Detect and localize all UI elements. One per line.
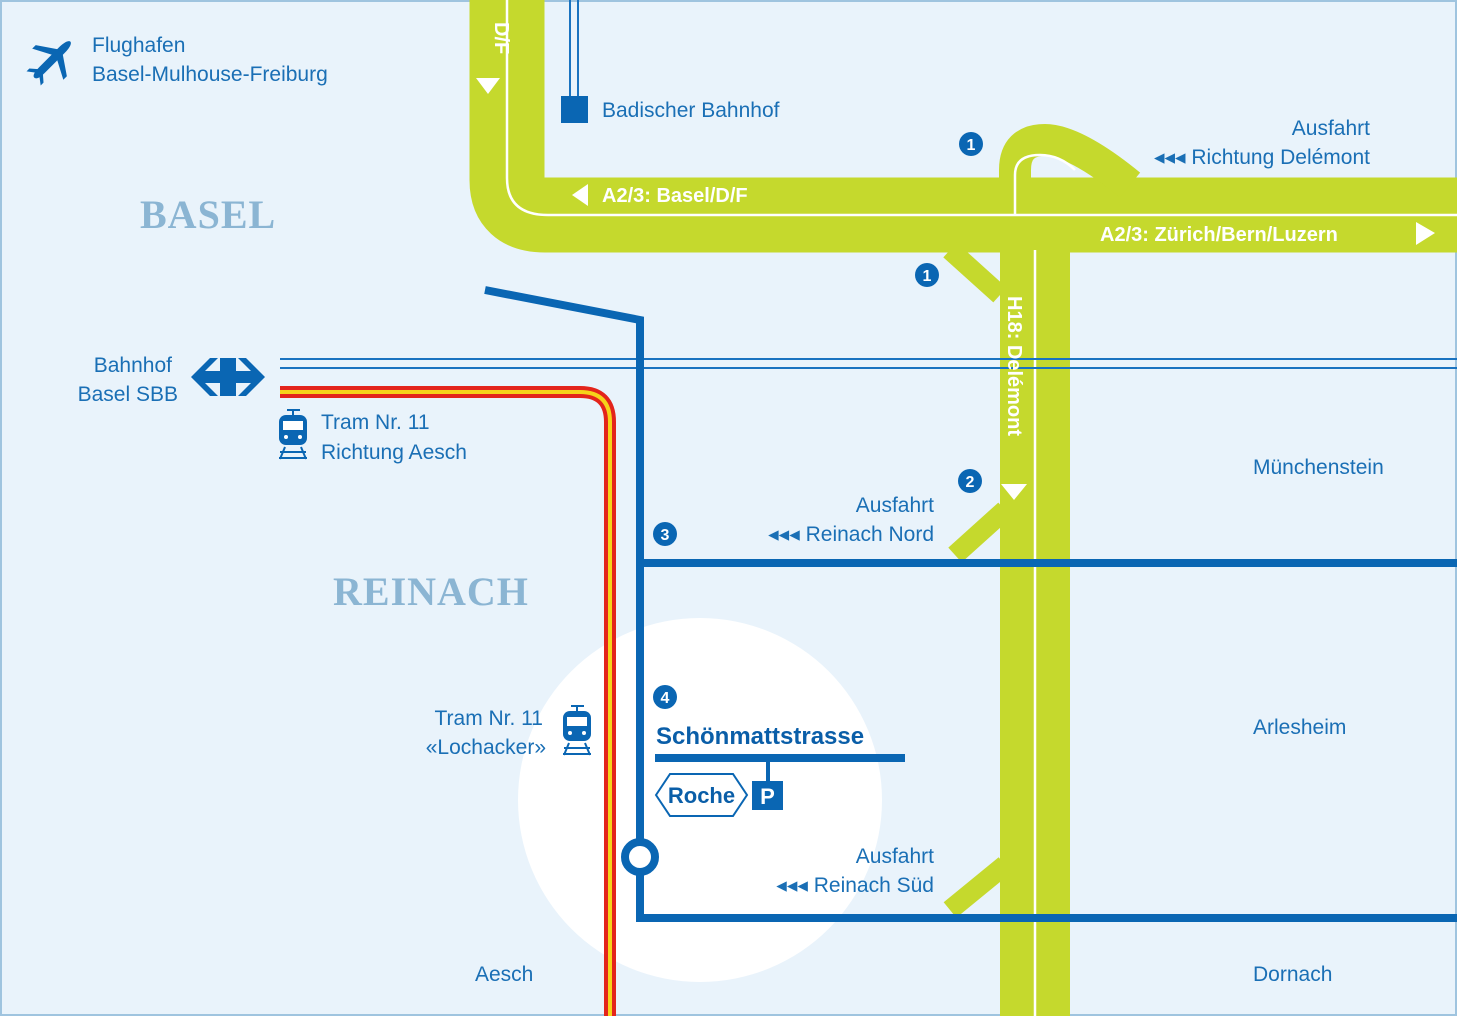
parking-icon: P — [752, 781, 783, 810]
road-label-df: D/F — [490, 22, 512, 54]
roundabout — [621, 838, 659, 876]
sbb-arrows-icon — [191, 358, 265, 396]
marker-1-bottom: 1 — [915, 263, 939, 287]
exit-reinach-nord-label-2: ◂◂◂ Reinach Nord — [768, 523, 934, 546]
exit-reinach-sued-label-2: ◂◂◂ Reinach Süd — [776, 874, 934, 897]
city-basel: BASEL — [140, 192, 276, 237]
road-label-a23-basel: A2/3: Basel/D/F — [602, 185, 748, 207]
road-label-h18: H18: Delémont — [1003, 296, 1025, 436]
svg-text:1: 1 — [967, 137, 976, 154]
roche-logo: Roche — [654, 773, 749, 817]
city-reinach: REINACH — [333, 569, 529, 614]
road-label-a23-zurich: A2/3: Zürich/Bern/Luzern — [1100, 224, 1338, 246]
svg-text:1: 1 — [923, 268, 932, 285]
bahnhof-sbb-label-1: Bahnhof — [94, 354, 172, 377]
tram-lochacker-label-1: Tram Nr. 11 — [434, 707, 543, 730]
badischer-bahnhof-label: Badischer Bahnhof — [602, 99, 780, 122]
motorway-north-loop — [999, 123, 1141, 215]
marker-4: 4 — [653, 685, 677, 709]
tram-aesch-label-1: Tram Nr. 11 — [321, 411, 430, 434]
exit-reinach-sued-label-1: Ausfahrt — [856, 845, 934, 868]
railway-lines — [280, 0, 1457, 369]
local-roads — [484, 286, 1457, 922]
tram-aesch-label-2: Richtung Aesch — [321, 441, 467, 464]
exit-reinach-nord-label-1: Ausfahrt — [856, 494, 934, 517]
place-aesch: Aesch — [475, 963, 533, 986]
road-basel-reinach — [484, 286, 1457, 922]
tram-icon — [563, 705, 591, 756]
tram-icon — [279, 409, 307, 460]
place-muenchenstein: Münchenstein — [1253, 456, 1384, 479]
exit-delemont-label-1: Ausfahrt — [1292, 117, 1370, 140]
bahnhof-sbb-label-2: Basel SBB — [78, 383, 178, 406]
airport-label-2: Basel-Mulhouse-Freiburg — [92, 63, 328, 86]
arrow-down-icon — [1001, 484, 1027, 500]
marker-1-top: 1 — [959, 132, 983, 156]
destination-street-label: Schönmattstrasse — [656, 723, 864, 750]
marker-3: 3 — [653, 522, 677, 546]
tram-lochacker-label-2: «Lochacker» — [426, 736, 546, 759]
arrow-down-icon — [476, 78, 500, 94]
airplane-icon — [26, 41, 71, 86]
motorway-ramp-sued — [943, 857, 1012, 918]
arrow-right-icon — [1416, 222, 1435, 245]
svg-text:4: 4 — [661, 690, 670, 707]
airport-label-1: Flughafen — [92, 34, 185, 57]
station-square-icon — [561, 96, 588, 123]
svg-text:P: P — [760, 784, 775, 809]
place-arlesheim: Arlesheim — [1253, 716, 1346, 739]
arrow-left-icon — [572, 184, 588, 206]
motorway-ramp-nord — [948, 502, 1012, 563]
exit-delemont-label-2: ◂◂◂ Richtung Delémont — [1154, 146, 1370, 169]
svg-text:3: 3 — [661, 527, 670, 544]
marker-2: 2 — [958, 469, 982, 493]
motorway-ramp-1 — [943, 242, 1007, 303]
svg-text:Roche: Roche — [668, 783, 735, 808]
place-dornach: Dornach — [1253, 963, 1332, 986]
motorway-separators — [505, 0, 1457, 1016]
svg-text:2: 2 — [966, 474, 975, 491]
